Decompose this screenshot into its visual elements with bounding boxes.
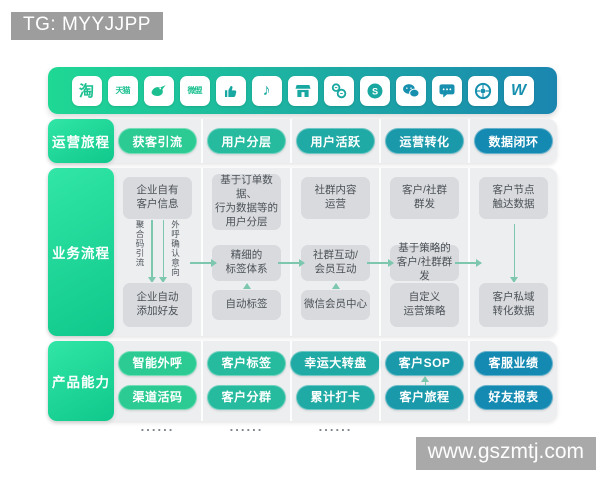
flow-box: 基于订单数据、 行为数据等的 用户分层 — [211, 173, 282, 231]
flow-box: 社群内容 运营 — [300, 176, 371, 220]
flow-box: 基于策略的 客户/社群群发 — [389, 242, 460, 282]
double-coin-icon — [323, 75, 354, 106]
weimob-icon: 微盟 — [179, 75, 210, 106]
capability-pill: 客户旅程 — [385, 385, 464, 410]
capability-row-label: 产品能力 — [48, 341, 114, 421]
douyin-icon: ♪ — [251, 75, 282, 106]
down-arrow-icon — [510, 224, 517, 283]
capability-col: 客户标签 客户分群 ...... — [201, 341, 290, 433]
flow-box: 客户节点 触达数据 — [478, 176, 549, 220]
journey-stage-col: 用户活跃 — [290, 119, 379, 163]
wechat-icon — [395, 75, 426, 106]
capability-col: 客户SOP 客户旅程 — [379, 341, 468, 421]
flow-box: 自动标签 — [211, 289, 282, 321]
storefront-icon — [287, 75, 318, 106]
vertical-edge-label: 外呼确认意向 — [170, 220, 181, 277]
capability-pill: 好友报表 — [474, 385, 553, 410]
up-arrow-icon — [421, 376, 428, 385]
process-flow: 企业自有 客户信息 聚合码引流 外呼确认意向 企业自动 添加好友 基于订单数据、… — [114, 168, 557, 336]
process-col-tagging: 基于订单数据、 行为数据等的 用户分层 精细的 标签体系 自动标签 — [201, 168, 290, 336]
bird-icon — [143, 75, 174, 106]
more-dots: ...... — [140, 419, 175, 434]
taobao-icon: 淘 — [71, 75, 102, 106]
dual-down-arrows: 聚合码引流 外呼确认意向 — [114, 220, 201, 283]
capability-pill: 智能外呼 — [118, 351, 197, 376]
journey-row: 运营旅程 获客引流 用户分层 用户活跃 运营转化 数据闭环 — [48, 119, 557, 163]
capability-pill: 客户分群 — [207, 385, 286, 410]
journey-stages: 获客引流 用户分层 用户活跃 运营转化 数据闭环 — [114, 119, 557, 163]
journey-stage-pill: 用户活跃 — [296, 128, 375, 154]
process-col-data: 客户节点 触达数据 客户私域 转化数据 — [468, 168, 557, 336]
journey-stage-col: 数据闭环 — [468, 119, 557, 163]
journey-stage-pill: 用户分层 — [207, 128, 286, 154]
chat-bubble-icon — [431, 75, 462, 106]
capability-row: 产品能力 智能外呼 渠道活码 ...... 客户标签 客户分群 ...... 幸… — [48, 341, 557, 433]
flow-box: 企业自动 添加好友 — [122, 282, 193, 328]
capability-pill: 累计打卡 — [296, 385, 375, 410]
weidian-w-icon: W — [503, 75, 534, 106]
process-col-community: 社群内容 运营 社群互动/ 会员互动 微信会员中心 — [290, 168, 379, 336]
journey-stage-col: 运营转化 — [379, 119, 468, 163]
capability-col: 智能外呼 渠道活码 ...... — [114, 341, 201, 433]
flow-box: 企业自有 客户信息 — [122, 176, 193, 220]
process-col-acquisition: 企业自有 客户信息 聚合码引流 外呼确认意向 企业自动 添加好友 — [114, 168, 201, 336]
capability-pill: 客户SOP — [384, 351, 465, 376]
down-arrow-icon — [159, 220, 166, 283]
journey-row-label: 运营旅程 — [48, 119, 114, 163]
down-arrow-icon — [148, 220, 155, 283]
thumbs-up-icon — [215, 75, 246, 106]
capability-columns: 智能外呼 渠道活码 ...... 客户标签 客户分群 ...... 幸运大转盘 … — [114, 341, 557, 433]
more-dots: ...... — [229, 419, 264, 434]
flow-box: 社群互动/ 会员互动 — [300, 244, 371, 282]
journey-stage-col: 用户分层 — [201, 119, 290, 163]
flow-box: 微信会员中心 — [300, 289, 371, 321]
right-arrow-icon — [455, 259, 483, 266]
tmall-icon: 天猫 — [107, 75, 138, 106]
more-dots: ...... — [318, 419, 353, 434]
journey-stage-pill: 获客引流 — [118, 128, 197, 154]
infographic-board: 淘 天猫 微盟 ♪ S W 运营旅程 获客引流 — [48, 67, 557, 433]
journey-stage-pill: 数据闭环 — [474, 128, 553, 154]
capability-col: 客服业绩 好友报表 — [468, 341, 557, 421]
capability-pill: 渠道活码 — [118, 385, 197, 410]
right-arrow-icon — [278, 259, 306, 266]
capability-pill: 客户标签 — [207, 351, 286, 376]
s-circle-icon: S — [359, 75, 390, 106]
capability-pill: 幸运大转盘 — [290, 351, 381, 376]
flow-box: 自定义 运营策略 — [389, 282, 460, 328]
platform-icon-bar: 淘 天猫 微盟 ♪ S W — [48, 67, 557, 114]
capability-col: 幸运大转盘 累计打卡 ...... — [290, 341, 381, 433]
svg-text:S: S — [371, 86, 377, 96]
process-row: 业务流程 企业自有 客户信息 聚合码引流 外呼确认意向 企业自动 添加好友 基于… — [48, 168, 557, 336]
right-arrow-icon — [189, 259, 217, 266]
right-arrow-icon — [366, 259, 394, 266]
flow-box: 精细的 标签体系 — [211, 244, 282, 282]
capability-pill: 客服业绩 — [474, 351, 553, 376]
journey-stage-pill: 运营转化 — [385, 128, 464, 154]
aperture-icon — [467, 75, 498, 106]
journey-stage-col: 获客引流 — [114, 119, 201, 163]
process-col-broadcast: 客户/社群 群发 基于策略的 客户/社群群发 自定义 运营策略 — [379, 168, 468, 336]
process-row-label: 业务流程 — [48, 168, 114, 336]
tg-badge: TG: MYYJJPP — [11, 12, 163, 40]
vertical-edge-label: 聚合码引流 — [135, 220, 145, 268]
site-watermark: www.gszmtj.com — [415, 437, 596, 470]
flow-box: 客户/社群 群发 — [389, 176, 460, 220]
flow-box: 客户私域 转化数据 — [478, 282, 549, 328]
